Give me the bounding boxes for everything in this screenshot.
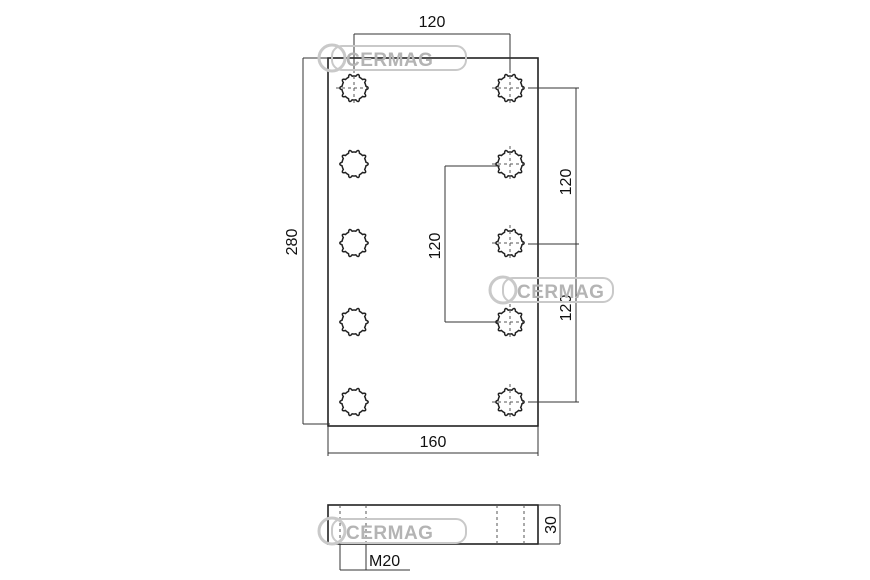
dim-height: 280 xyxy=(284,229,301,256)
bolt-hole-1 xyxy=(338,73,370,103)
dim-width: 160 xyxy=(420,434,447,451)
plate-outline xyxy=(327,57,539,427)
dim-top-spacing: 120 xyxy=(419,14,446,31)
bolt-hole-3 xyxy=(338,228,370,258)
bolt-hole-8 xyxy=(494,228,526,258)
watermark-logo-3: CERMAG xyxy=(317,516,467,546)
svg-text:CERMAG: CERMAG xyxy=(346,50,433,71)
dim-right-spacing-top: 120 xyxy=(558,169,575,196)
dim-thickness: 30 xyxy=(543,516,560,534)
bolt-holes xyxy=(336,70,528,420)
dim-inner-spacing: 120 xyxy=(427,233,444,260)
bolt-hole-4 xyxy=(338,307,370,337)
bolt-hole-6 xyxy=(494,73,526,103)
bolt-hole-5 xyxy=(338,387,370,417)
watermark-logo-1: CERMAG xyxy=(317,43,467,73)
bolt-hole-7 xyxy=(494,149,526,179)
bolt-hole-2 xyxy=(338,149,370,179)
bolt-hole-10 xyxy=(494,387,526,417)
dimension-lines xyxy=(302,33,579,456)
svg-text:CERMAG: CERMAG xyxy=(346,523,433,544)
svg-text:CERMAG: CERMAG xyxy=(517,282,604,303)
dim-thread: M20 xyxy=(369,553,400,570)
plate-front-view xyxy=(327,57,539,427)
watermark-logo-2: CERMAG xyxy=(488,275,614,305)
